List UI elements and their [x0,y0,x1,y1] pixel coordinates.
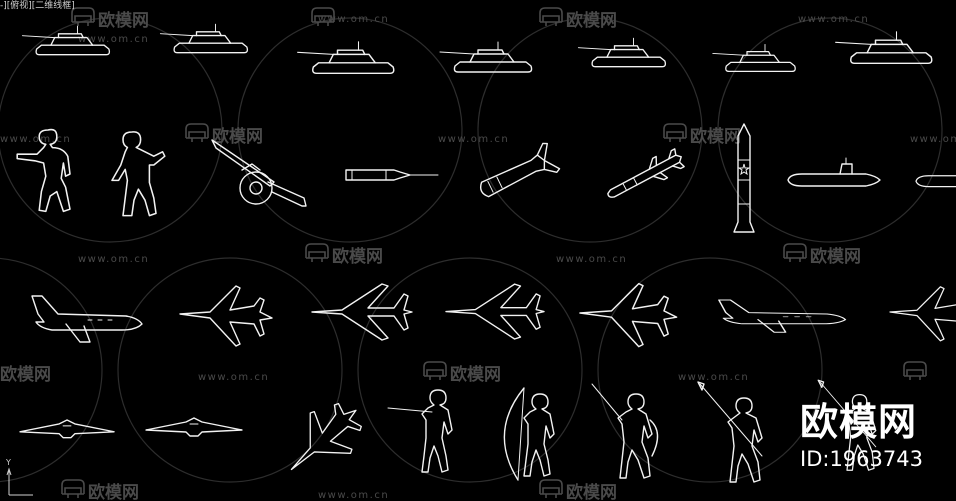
watermark-logo-icon [423,361,447,381]
spearman-icon[interactable] [697,381,763,483]
watermark-logo-icon [305,243,329,263]
watermark-url: www.om.cn [78,34,149,45]
bullet-icon[interactable] [345,169,439,181]
submarine-icon[interactable] [787,157,881,187]
watermark-url: www.om.cn [198,372,269,383]
watermark-logo-icon [663,123,687,143]
tank-icon[interactable] [577,37,667,68]
watermark-tile: www.om.cn [678,372,749,383]
watermark-tile: 欧模网 [783,243,861,267]
watermark-brand: 欧模网 [566,10,617,31]
watermark-brand: 欧模网 [98,10,149,31]
watermark-brand: 欧模网 [566,482,617,501]
watermark-tile: 欧模网 [61,479,139,501]
ucs-y-label: Y [5,458,11,467]
watermark-url: www.om.cn [438,134,509,145]
watermark-url: www.om.cn [0,134,71,145]
flying-wing-icon[interactable] [19,419,115,439]
tank-icon[interactable] [439,41,533,73]
figures-row [19,379,877,492]
watermark-tile: www.om.cn [910,134,956,145]
bomber-icon[interactable] [311,283,413,341]
watermark-brand: 欧模网 [450,364,501,385]
stamp-brand: 欧模网 [800,400,918,444]
watermark-brand: 欧模网 [0,364,51,385]
watermark-tile: www.om.cn [311,7,389,27]
soldier-icon[interactable] [111,131,166,217]
watermark-logo-icon [903,361,927,381]
stamp-id: ID:1963743 [800,447,923,471]
watermark-brand: 欧模网 [212,126,263,147]
watermark-tile: 欧模网 www.om.cn [71,7,149,45]
id-stamp: 欧模网 ID:1963743 [800,402,956,482]
watermark-tile: www.om.cn [318,490,389,501]
watermark-url: www.om.cn [910,134,956,145]
watermark-tile: 欧模网 [305,243,383,267]
fighter-jet-icon[interactable] [271,388,376,492]
watermark-logo-icon [539,7,563,27]
watermark-logo-icon [783,243,807,263]
tank-icon[interactable] [159,23,249,54]
watermark-brand: 欧模网 [690,126,741,147]
watermark-tile [903,361,927,381]
rifleman-icon[interactable] [387,389,453,473]
watermark-url: www.om.cn [556,254,627,265]
watermark-tile: 欧模网 [423,361,501,385]
watermark-url: www.om.cn [798,14,869,25]
tanks-row [21,23,933,75]
watermark-tile: 欧模网 [539,479,617,501]
watermark-tile: 欧模网 [185,123,263,147]
watermark-brand: 欧模网 [88,482,139,501]
watermark-tile: www.om.cn [556,254,627,265]
fighter-jet-icon[interactable] [179,285,273,347]
watermark-logo-icon [185,123,209,143]
watermark-tile: 欧模网 [663,123,741,147]
watermark-tile: www.om.cn [198,372,269,383]
watermark-tile: www.om.cn [798,14,869,25]
watermark-tile: www.om.cn [438,134,509,145]
watermark-tile: 欧模网 [539,7,617,31]
watermark-url: www.om.cn [78,254,149,265]
tank-icon[interactable] [834,31,933,65]
missile-icon[interactable] [602,145,688,207]
watermark-url: www.om.cn [678,372,749,383]
jet-plane-icon[interactable] [718,299,847,334]
watermark-tile: www.om.cn [78,254,149,265]
jet-plane-icon[interactable] [31,295,143,343]
watermark-tile: www.om.cn [0,134,71,145]
watermark-url: www.om.cn [318,490,389,501]
watermark-url: www.om.cn [318,14,389,25]
ucs-axis-icon: Y [5,458,33,496]
viewport-label[interactable]: -][俯视][二维线框] [0,1,75,11]
watermark-logo-icon [539,479,563,499]
watermark-layer: 欧模网 www.om.cn www.om.cn 欧模网 www.om.cn ww… [0,7,956,501]
flying-wing-icon[interactable] [145,417,243,437]
watermark-brand: 欧模网 [332,246,383,267]
tank-icon[interactable] [296,41,395,75]
watermark-brand: 欧模网 [810,246,861,267]
watermark-logo-icon [61,479,85,499]
bomber-icon[interactable] [445,283,545,340]
archer-icon[interactable] [503,387,555,481]
fighter-jet-icon[interactable] [889,286,956,342]
watermark-tile: 欧模网 [0,364,51,385]
watermark-rings [0,17,943,483]
